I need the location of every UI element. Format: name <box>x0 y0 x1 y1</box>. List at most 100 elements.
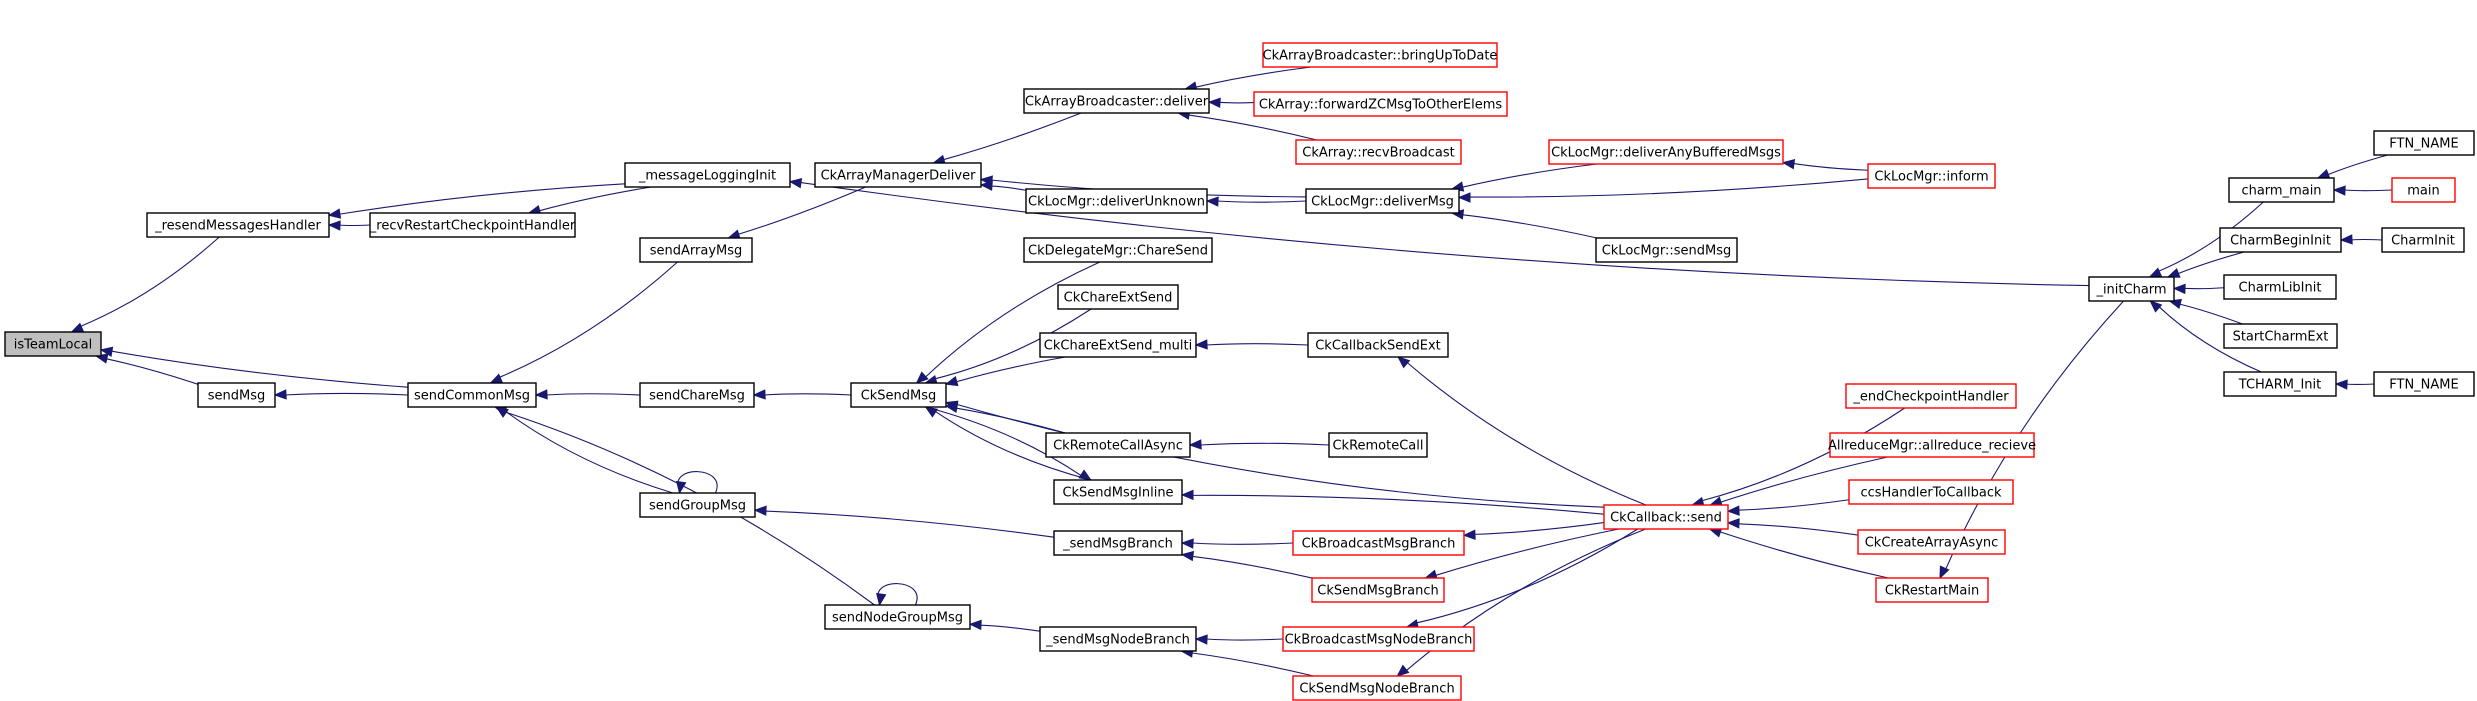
node-ckChareExtSendMulti-label: CkChareExtSend_multi <box>1044 339 1192 354</box>
node-charmInit[interactable]: CharmInit <box>2381 227 2465 253</box>
node-recvBroadcast[interactable]: CkArray::recvBroadcast <box>1295 139 1462 165</box>
node-charmLibInit[interactable]: CharmLibInit <box>2223 274 2337 300</box>
edge-sendMsgBranch-to-sendGroupMsg <box>764 510 1055 538</box>
edge-charmMain-to-initCharm <box>2157 201 2264 272</box>
node-sendNodeGroupMsg-box <box>824 604 971 630</box>
node-recvRestart[interactable]: _recvRestartCheckpointHandler <box>369 212 576 238</box>
node-ckChareExtSend-box <box>1057 284 1179 310</box>
node-ftnName2[interactable]: FTN_NAME <box>2373 371 2475 397</box>
node-tcharmInit[interactable]: TCHARM_Init <box>2223 371 2337 397</box>
node-charmBeginInit[interactable]: CharmBeginInit <box>2219 227 2342 253</box>
node-ckCallbackSend-box <box>1603 504 1729 530</box>
edge-ckSendMsgInline-to-ckSendMsg <box>934 410 1091 481</box>
node-forwardZC[interactable]: CkArray::forwardZCMsgToOtherElems <box>1253 91 1508 117</box>
node-sendMsgNodeBranch-label: _sendMsgNodeBranch <box>1045 633 1190 648</box>
edge-msgLogInit-to-resend <box>338 183 626 215</box>
edge-ckCreateArrayAsync-to-ckCallbackSend-arrowhead <box>1726 518 1740 529</box>
node-ckBcMsgBranch-box <box>1292 530 1465 556</box>
node-ckLocSendMsg[interactable]: CkLocMgr::sendMsg <box>1595 237 1738 263</box>
node-ckChareExtSendMulti[interactable]: CkChareExtSend_multi <box>1039 332 1197 358</box>
node-deliverAnyBuffered[interactable]: CkLocMgr::deliverAnyBufferedMsgs <box>1548 139 1784 165</box>
node-ckSendMsgNodeBranch[interactable]: CkSendMsgNodeBranch <box>1292 675 1462 701</box>
node-ckDelegateChareSend[interactable]: CkDelegateMgr::ChareSend <box>1023 237 1213 263</box>
node-ckBcMsgNodeBranch[interactable]: CkBroadcastMsgNodeBranch <box>1282 626 1475 652</box>
edge-ckRestartMain-to-ckCallbackSend <box>1719 531 1889 579</box>
node-sendGroupMsg[interactable]: sendGroupMsg <box>639 492 756 518</box>
node-ckRemoteCallAsync[interactable]: CkRemoteCallAsync <box>1045 432 1191 458</box>
node-sendCommonMsg-box <box>407 382 537 408</box>
node-ckCallbackSendExt-label: CkCallbackSendExt <box>1315 339 1441 354</box>
node-resend[interactable]: _resendMessagesHandler <box>146 212 330 238</box>
edge-ckCallbackSend-to-ckSendMsgNodeBranch-arrowhead <box>1396 664 1410 677</box>
edge-ckCallbackSendExt-to-ckChareExtSendMulti-arrowhead <box>1194 339 1208 350</box>
edge-sendGroupMsg-to-sendGroupMsg-arrowhead <box>676 480 687 495</box>
node-sendChareMsg-label: sendChareMsg <box>649 389 745 404</box>
node-ckChareExtSend[interactable]: CkChareExtSend <box>1057 284 1179 310</box>
node-ckRestartMain[interactable]: CkRestartMain <box>1875 577 1989 603</box>
edge-ckLocSendMsg-to-ckLocDeliverMsg <box>1461 214 1598 239</box>
node-startCharmExt[interactable]: StartCharmExt <box>2223 323 2338 349</box>
node-sendNodeGroupMsg[interactable]: sendNodeGroupMsg <box>824 604 971 630</box>
edge-ckSendMsgBranch-to-sendMsgBranch-arrowhead <box>1180 550 1195 562</box>
node-charmMain[interactable]: charm_main <box>2228 177 2335 203</box>
node-sendChareMsg[interactable]: sendChareMsg <box>639 382 755 408</box>
node-ckSendMsg[interactable]: CkSendMsg <box>850 382 947 408</box>
node-sendMsg[interactable]: sendMsg <box>197 382 276 408</box>
edge-ckCallbackSendExt-to-ckChareExtSendMulti <box>1205 343 1309 346</box>
node-main[interactable]: main <box>2391 177 2456 203</box>
edge-ckChareExtSend-to-ckSendMsg <box>934 308 1092 380</box>
node-sendGroupMsg-label: sendGroupMsg <box>649 499 746 514</box>
node-resend-box <box>146 212 330 238</box>
edge-charmBeginInit-to-initCharm-arrowhead <box>2166 267 2181 278</box>
node-ckCallbackSendExt[interactable]: CkCallbackSendExt <box>1307 332 1449 358</box>
node-initCharm[interactable]: _initCharm <box>2088 276 2175 302</box>
edge-initCharm-to-ckRestartMain-arrowhead <box>1939 565 1950 580</box>
node-initCharm-label: _initCharm <box>2095 283 2166 298</box>
edge-ftnName1-to-charmMain-arrowhead <box>2316 168 2331 179</box>
node-main-box <box>2391 177 2456 203</box>
node-ckBcMsgBranch[interactable]: CkBroadcastMsgBranch <box>1292 530 1465 556</box>
node-bringUpToDate[interactable]: CkArrayBroadcaster::bringUpToDate <box>1262 42 1498 68</box>
node-charmInit-box <box>2381 227 2465 253</box>
node-ckLocInform-label: CkLocMgr::inform <box>1874 170 1988 185</box>
node-allreduceRecieve[interactable]: AllreduceMgr::allreduce_recieve <box>1828 432 2036 458</box>
node-tcharmInit-box <box>2223 371 2337 397</box>
node-ckSendMsgInline-box <box>1053 479 1183 505</box>
node-isTeamLocal[interactable]: isTeamLocal <box>4 331 102 357</box>
node-ckCallbackSend[interactable]: CkCallback::send <box>1603 504 1729 530</box>
node-ckLocDeliverUnknown[interactable]: CkLocMgr::deliverUnknown <box>1025 188 1208 214</box>
node-sendArrayMsg-box <box>639 237 753 263</box>
node-allreduceRecieve-box <box>1829 432 2035 458</box>
node-ckCreateArrayAsync[interactable]: CkCreateArrayAsync <box>1857 529 2006 555</box>
edge-ckCallbackSend-to-ckCallbackSendExt <box>1406 361 1647 506</box>
edge-initCharm-to-msgLogInit-arrowhead <box>788 178 803 189</box>
edge-charmBeginInit-to-initCharm <box>2177 251 2245 275</box>
edge-ckChareExtSendMulti-to-ckSendMsg-arrowhead <box>944 376 959 387</box>
node-sendCommonMsg-label: sendCommonMsg <box>414 389 530 404</box>
node-ckArrMgrDeliver[interactable]: CkArrayManagerDeliver <box>814 162 982 188</box>
node-ckRemoteCall[interactable]: CkRemoteCall <box>1328 432 1428 458</box>
node-ckLocDeliverUnknown-label: CkLocMgr::deliverUnknown <box>1028 195 1205 210</box>
node-ccsHandler[interactable]: ccsHandlerToCallback <box>1848 479 2014 505</box>
node-sendMsgBranch[interactable]: _sendMsgBranch <box>1053 530 1183 556</box>
node-sendCommonMsg[interactable]: sendCommonMsg <box>407 382 537 408</box>
edge-ckArrBcDeliver-to-ckArrMgrDeliver <box>942 112 1082 161</box>
node-ckSendMsgBranch[interactable]: CkSendMsgBranch <box>1311 577 1445 603</box>
node-recvRestart-label: _recvRestartCheckpointHandler <box>369 219 576 234</box>
edge-sendNodeGroupMsg-to-sendNodeGroupMsg-arrowhead <box>876 592 887 607</box>
node-ftnName1[interactable]: FTN_NAME <box>2373 130 2475 156</box>
node-startCharmExt-box <box>2223 323 2338 349</box>
node-charmMain-box <box>2228 177 2335 203</box>
node-sendArrayMsg[interactable]: sendArrayMsg <box>639 237 753 263</box>
node-ckArrBcDeliver-box <box>1023 88 1210 114</box>
edge-ckLocInform-to-deliverAnyBuffered <box>1792 162 1869 171</box>
node-ckLocInform[interactable]: CkLocMgr::inform <box>1867 163 1996 189</box>
node-sendMsgNodeBranch[interactable]: _sendMsgNodeBranch <box>1039 626 1197 652</box>
node-ckArrBcDeliver[interactable]: CkArrayBroadcaster::deliver <box>1023 88 1210 114</box>
node-tcharmInit-label: TCHARM_Init <box>2238 378 2321 393</box>
node-ckSendMsgInline[interactable]: CkSendMsgInline <box>1053 479 1183 505</box>
node-endCheckpoint[interactable]: _endCheckpointHandler <box>1845 383 2017 409</box>
node-msgLogInit[interactable]: _messageLoggingInit <box>624 162 791 188</box>
node-ckLocDeliverMsg[interactable]: CkLocMgr::deliverMsg <box>1305 188 1460 214</box>
